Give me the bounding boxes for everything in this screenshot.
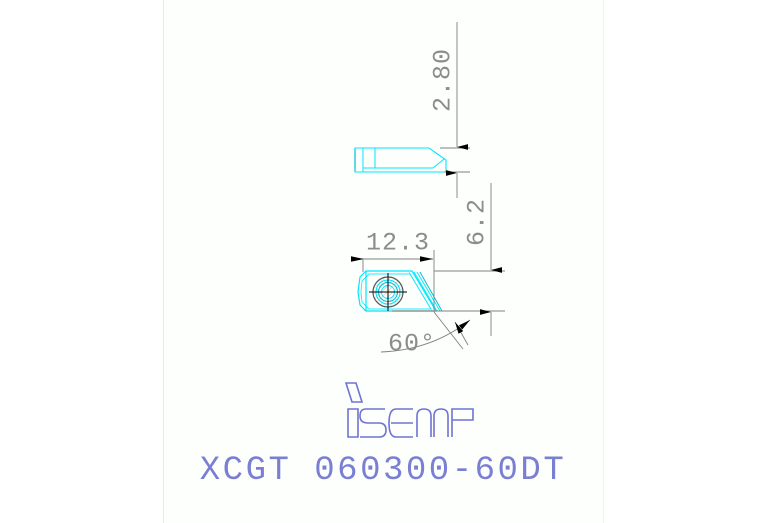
dimension-height: 6.2: [434, 183, 505, 336]
bottom-view-flank-line-1: [413, 271, 438, 312]
bottom-view-bore: [369, 273, 407, 311]
dimension-thickness: 2.80: [429, 22, 470, 198]
iscar-logo: [344, 382, 474, 438]
logo-dot: [344, 382, 364, 403]
angle-arrow-secondary: [454, 321, 469, 346]
logo-letter-a-right: [433, 408, 449, 437]
logo-letter-c: [388, 408, 413, 438]
side-view-nose-chamfer: [432, 158, 445, 169]
dimension-corner-angle: 60°: [380, 311, 471, 359]
bottom-view-flank-line-3: [419, 271, 443, 312]
dimension-label-thickness: 2.80: [429, 48, 458, 112]
bottom-view-flank-line-2: [416, 271, 441, 312]
logo-letter-r: [451, 408, 474, 437]
part-designation: XCGT 060300-60DT: [200, 452, 566, 490]
dimension-label-height: 6.2: [463, 198, 492, 246]
bottom-view: [357, 270, 443, 312]
dimension-label-length: 12.3: [366, 229, 430, 258]
dimension-length: 12.3: [351, 229, 435, 312]
logo-letter-a: [416, 408, 432, 437]
logo-letter-s: [359, 408, 387, 438]
bottom-view-left-nose: [357, 270, 367, 312]
angle-leader-line: [433, 311, 464, 350]
logo-letter-i: [347, 408, 359, 438]
side-view: [354, 147, 447, 173]
bottom-view-flank-line-4: [408, 271, 433, 312]
dimension-label-corner-angle: 60°: [388, 330, 436, 359]
